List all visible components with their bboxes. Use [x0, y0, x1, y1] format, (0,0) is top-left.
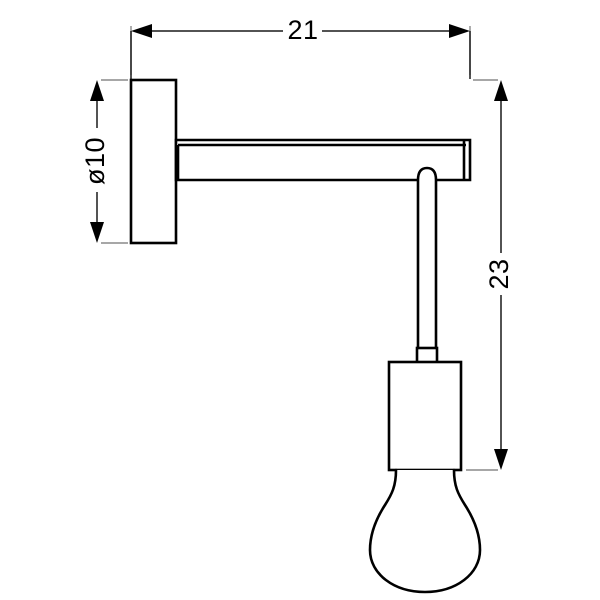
- suspension-rod: [416, 166, 438, 354]
- dimension-overall-width: 21: [130, 15, 471, 79]
- arrowhead-height-bottom: [494, 449, 508, 470]
- horizontal-arm: [174, 138, 472, 182]
- wall-mount-plate: [129, 78, 178, 245]
- dimension-label-plate-diameter: ø10: [80, 137, 110, 185]
- arrowhead-width-right: [449, 24, 470, 38]
- dimension-label-width: 21: [287, 15, 318, 45]
- arrowhead-diameter-bottom: [90, 222, 104, 243]
- arrowhead-width-left: [131, 24, 152, 38]
- arrowhead-diameter-top: [90, 80, 104, 101]
- arrowhead-height-top: [494, 80, 508, 101]
- light-bulb: [368, 468, 482, 594]
- lamp-socket: [387, 360, 463, 472]
- dimension-label-height: 23: [484, 258, 514, 289]
- dimension-overall-height: 23: [466, 79, 514, 471]
- dimension-plate-diameter: ø10: [80, 79, 128, 244]
